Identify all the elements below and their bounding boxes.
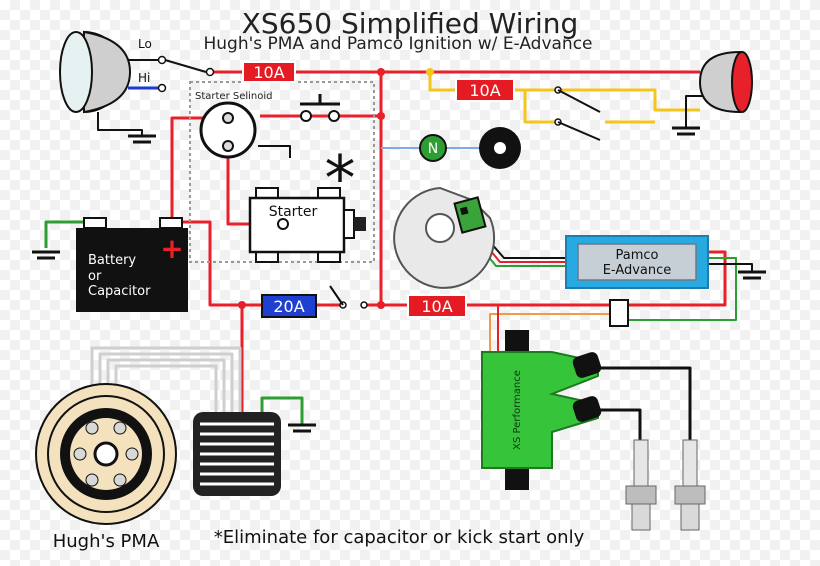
fuse-ignition-label: 10A [421, 297, 452, 316]
ignition-coil: XS Performance [481, 330, 602, 490]
pma-label: Hugh's PMA [53, 531, 160, 552]
ground-symbol-regulator [288, 423, 316, 433]
fuse-headlight: 10A [242, 61, 296, 83]
spark-plug-2 [674, 439, 706, 531]
diagram-title: XS650 Simplified Wiring [242, 7, 579, 40]
starter-solenoid-label: Starter Selinoid [195, 91, 273, 102]
starter-button [300, 94, 340, 122]
fuse-headlight-label: 10A [253, 63, 284, 82]
pamco-e-advance: Pamco E-Advance [565, 235, 709, 289]
footnote: *Eliminate for capacitor or kick start o… [214, 527, 585, 548]
battery-line3: Capacitor [88, 284, 151, 299]
wire-tail-fuse-out [514, 88, 700, 112]
wire-brake-switch-a [523, 90, 555, 124]
wire-pamco-black [708, 263, 753, 272]
wire-battery-ground [44, 220, 95, 248]
wire-tail-feed [428, 72, 456, 92]
fuse-ignition: 10A [407, 294, 467, 318]
headlight-lo-label: Lo [138, 37, 152, 51]
wire-plug-lead-2 [592, 408, 642, 440]
tail-light [698, 50, 753, 114]
starter-asterisk: * [325, 142, 356, 215]
ignition-pickup [393, 186, 496, 289]
fuse-main-label: 20A [273, 297, 304, 316]
pamco-line1: Pamco [616, 248, 659, 263]
fuse-main: 20A [261, 294, 317, 318]
pma-stator [35, 383, 177, 525]
wire-headlight-ground [97, 112, 143, 136]
junctions [238, 68, 434, 309]
ground-symbol-headlight [128, 134, 156, 144]
wire-pamco-green [628, 257, 737, 321]
regulator-rectifier [193, 412, 281, 496]
starter-label: Starter [269, 204, 318, 220]
spark-plug-1 [625, 439, 657, 531]
fuse-tail-label: 10A [469, 81, 500, 100]
ignition-switch [329, 285, 368, 309]
ground-symbol-pamco [738, 270, 766, 280]
wire-ignition-out [466, 250, 727, 307]
wire-pamco-orange [489, 313, 610, 352]
wire-pma-leads [90, 346, 242, 412]
battery-line2: or [88, 269, 102, 284]
ground-symbol-tail [672, 126, 700, 136]
starter-solenoid [199, 101, 257, 159]
battery: Battery or Capacitor + [76, 217, 188, 312]
battery-line1: Battery [88, 253, 136, 268]
fuse-tail: 10A [455, 78, 515, 102]
neutral-light-label: N [428, 141, 438, 157]
pamco-line2: E-Advance [603, 263, 672, 278]
pamco-connector [609, 299, 629, 327]
dimmer-switch [157, 55, 215, 93]
ground-symbol-battery [32, 250, 60, 260]
headlight [59, 30, 132, 114]
wire-regulator-ground [260, 396, 304, 425]
diagram-subtitle: Hugh's PMA and Pamco Ignition w/ E-Advan… [204, 34, 593, 54]
starter-motor [248, 187, 366, 263]
neutral-light: N [419, 134, 447, 162]
headlight-hi-label: Hi [138, 71, 150, 85]
wire-plug-lead-1 [592, 366, 692, 440]
wire-solenoid-ground [258, 145, 291, 158]
horn [479, 127, 521, 169]
battery-plus: + [160, 232, 183, 265]
brake-switches [554, 86, 601, 141]
coil-label: XS Performance [512, 370, 523, 450]
